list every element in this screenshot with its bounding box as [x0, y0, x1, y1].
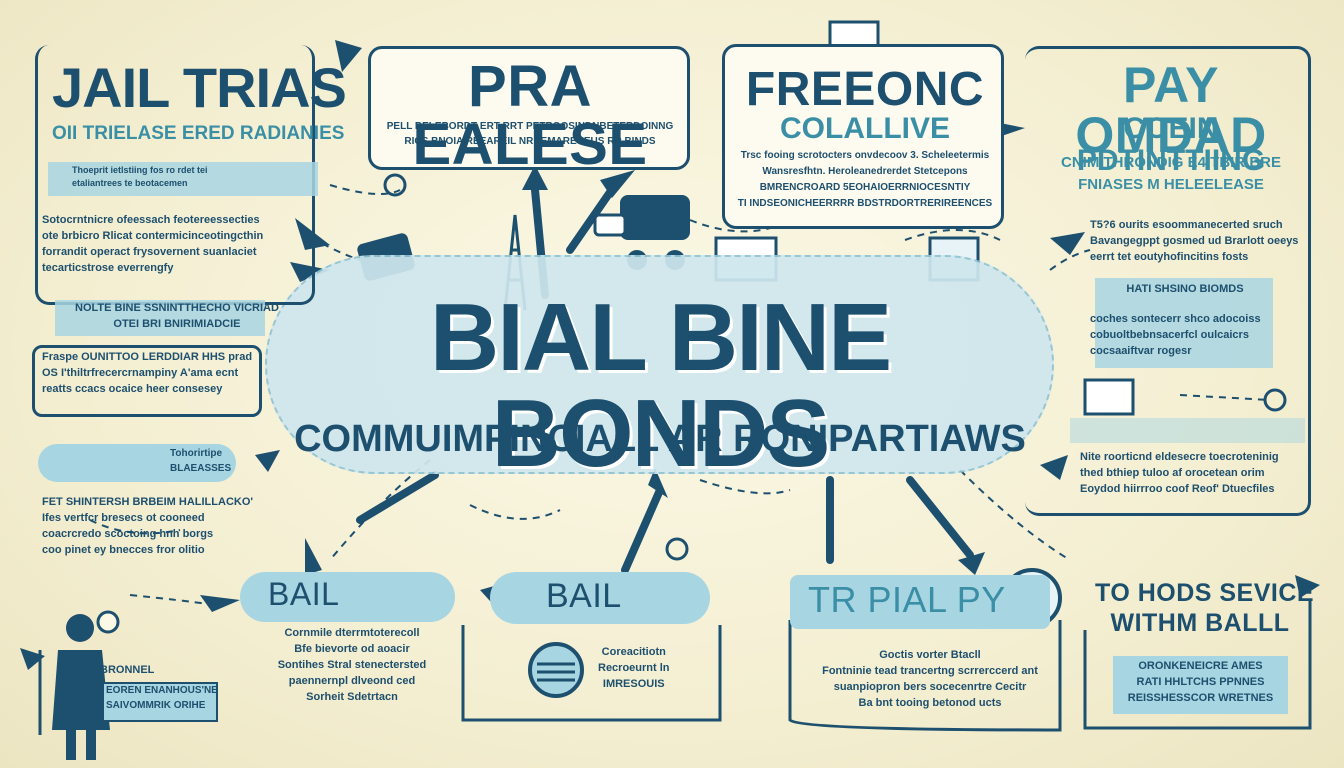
- freeonc-body: Trsc fooing scrotocters onvdecoov 3. Sch…: [737, 150, 993, 209]
- pra-body: PELL BELEBORDT ERT RRT PETROOSINDNBETERD…: [386, 121, 674, 147]
- pay-band: [1095, 278, 1273, 368]
- freeonc-subtitle: COLALLIVE: [780, 112, 950, 145]
- bail2-label: BAIL: [546, 577, 622, 615]
- center-title: BIAL BINE BONDS: [429, 284, 892, 487]
- person-caption-box: [102, 682, 218, 722]
- jail-note: NOLTE BINE SSNINTTHECHO VICRIAD OTEI BRI…: [75, 302, 279, 330]
- jail-band-text: Thoeprit ietlstiing fos ro rdet tei etal…: [72, 165, 208, 189]
- pra-title: PRA EALESE: [412, 54, 648, 177]
- pay-lines: CNIMITHRONDIG E4 TBIR BRE FNIASES M HELE…: [1060, 154, 1281, 193]
- pay-panel: [1025, 46, 1311, 516]
- jail-band: [48, 162, 318, 196]
- bail1-pill: [240, 572, 455, 622]
- jail-title: JAIL TRIAS: [52, 56, 347, 119]
- trial-pill: [790, 575, 1050, 629]
- trial-body: Goctis vorter Btacll Fontninie tead tran…: [822, 649, 1038, 709]
- pay-title: PAY OMDAD: [1075, 57, 1267, 163]
- pay-body: T5?6 ourits esoommanecerted sruch Bavang…: [1090, 219, 1299, 263]
- jail-body: Sotocrntnicre ofeessach feotereessecties…: [42, 214, 264, 274]
- pay-bottom-band: [1070, 418, 1305, 443]
- center-subtitle: COMMUIMPINCIALL AR RONIPARTIAWS: [294, 418, 1026, 460]
- center-cloud: [265, 255, 1054, 474]
- person-caption: BRONNEL: [100, 664, 155, 676]
- freeonc-panel: [722, 44, 1004, 229]
- bail1-body: Cornmile dterrmtoterecoll Bfe bievorte o…: [277, 627, 427, 703]
- jail-extra: Fraspe OUNITTOO LERDDIAR HHS prad OS I't…: [42, 351, 253, 395]
- pra-panel: [368, 46, 690, 170]
- jail-note-band: [55, 300, 265, 336]
- jail-subtitle: OII TRIELASE ERED RADIANIES: [52, 123, 345, 144]
- left-pill: [38, 444, 236, 482]
- person-caption-body: EOREN ENANHOUS'NE SAIVOMMRIK ORIHE: [106, 685, 218, 711]
- jail-extra-box: [32, 345, 262, 417]
- service-body: ORONKENEICRE AMES RATI HHLTCHS PPNNES RE…: [1127, 660, 1274, 704]
- bail2-body: Coreacitiotn Recroeurnt ln IMRESOUIS: [598, 646, 670, 690]
- pay-bottom: Nite roorticnd eldesecre toecroteninig t…: [1080, 451, 1279, 495]
- pay-band-title: HATI SHSINO BIOMDS: [1126, 283, 1244, 295]
- left-pill-label: Tohorirtipe BLAEASSES: [170, 448, 232, 474]
- bail1-label: BAIL: [268, 576, 340, 612]
- freeonc-title: FREEONC: [745, 63, 985, 116]
- service-band: [1113, 656, 1288, 714]
- bail2-pill: [490, 572, 710, 624]
- service-title: TO HODS SEVICE WITHM BALLL: [1095, 579, 1315, 637]
- trial-label: TR PIAL PY: [808, 579, 1006, 620]
- pay-subtitle: COEIN PDTINTTIING: [1076, 112, 1266, 177]
- pay-band-body: coches sontecerr shco adocoiss cobuoltbe…: [1090, 313, 1261, 357]
- left-small-body: FET SHINTERSH BRBEIM HALILLACKO' Ifes ve…: [42, 496, 253, 556]
